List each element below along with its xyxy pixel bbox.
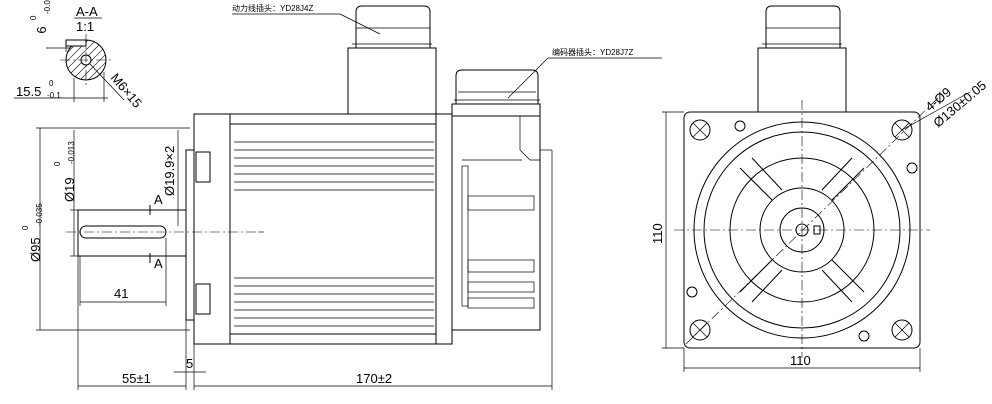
section-width-value: 6 [34,26,49,33]
key-dimension: Ø19.9×2 [162,146,177,196]
power-connector-base [347,47,437,115]
pilot-diameter-upper: 0 [21,225,30,230]
motor-body [229,113,453,345]
front-view: 4-Ø9 Ø130±0.05 110 110 [650,5,989,372]
key-length: 41 [114,286,128,301]
section-title: A-A [76,4,98,19]
shaft-diameter-lower: -0.013 [67,141,76,164]
section-thread: M6×15 [108,70,145,110]
section-width-lower: -0.03 [43,0,52,14]
shaft-diameter-value: Ø19 [62,177,77,202]
section-marker-bottom: A [154,256,163,271]
section-height-value: 15.5 [16,84,41,99]
side-view: A A [21,3,662,390]
shaft-diameter-upper: 0 [53,161,62,166]
power-connector-plug [355,5,431,49]
section-marker-top: A [154,192,163,207]
flange-pilot [185,149,195,321]
front-connector-plug [765,5,841,49]
section-width-upper: 0 [29,15,38,20]
power-connector-label: 动力线插头：YD28J4Z [232,3,313,13]
flange-thickness: 5 [186,356,193,371]
shaft [77,209,187,257]
section-height-lower: -0.1 [47,91,61,100]
mount-hole-tr [891,119,913,141]
encoder-connector-plug [455,69,539,105]
encoder-connector-label: 编码器插头：YD28J7Z [552,47,633,57]
body-length: 170±2 [356,371,392,386]
cooling-fins-top [234,141,434,191]
section-a-a-detail: A-A 1:1 6 0 -0.03 15.5 0 [14,0,145,111]
front-height: 110 [650,223,665,244]
front-width: 110 [790,353,811,368]
encoder-connector-base [451,103,541,117]
flange-plate [193,113,231,345]
mount-hole-tl [689,119,711,141]
mount-hole-br [891,319,913,341]
section-scale: 1:1 [76,19,94,34]
cooling-fins-bottom [234,277,434,327]
pilot-diameter-value: Ø95 [28,237,43,262]
shaft-length: 55±1 [122,371,151,386]
section-height-upper: 0 [49,79,54,88]
mount-hole-bl [689,319,711,341]
pilot-diameter-lower: -0.035 [35,203,44,226]
